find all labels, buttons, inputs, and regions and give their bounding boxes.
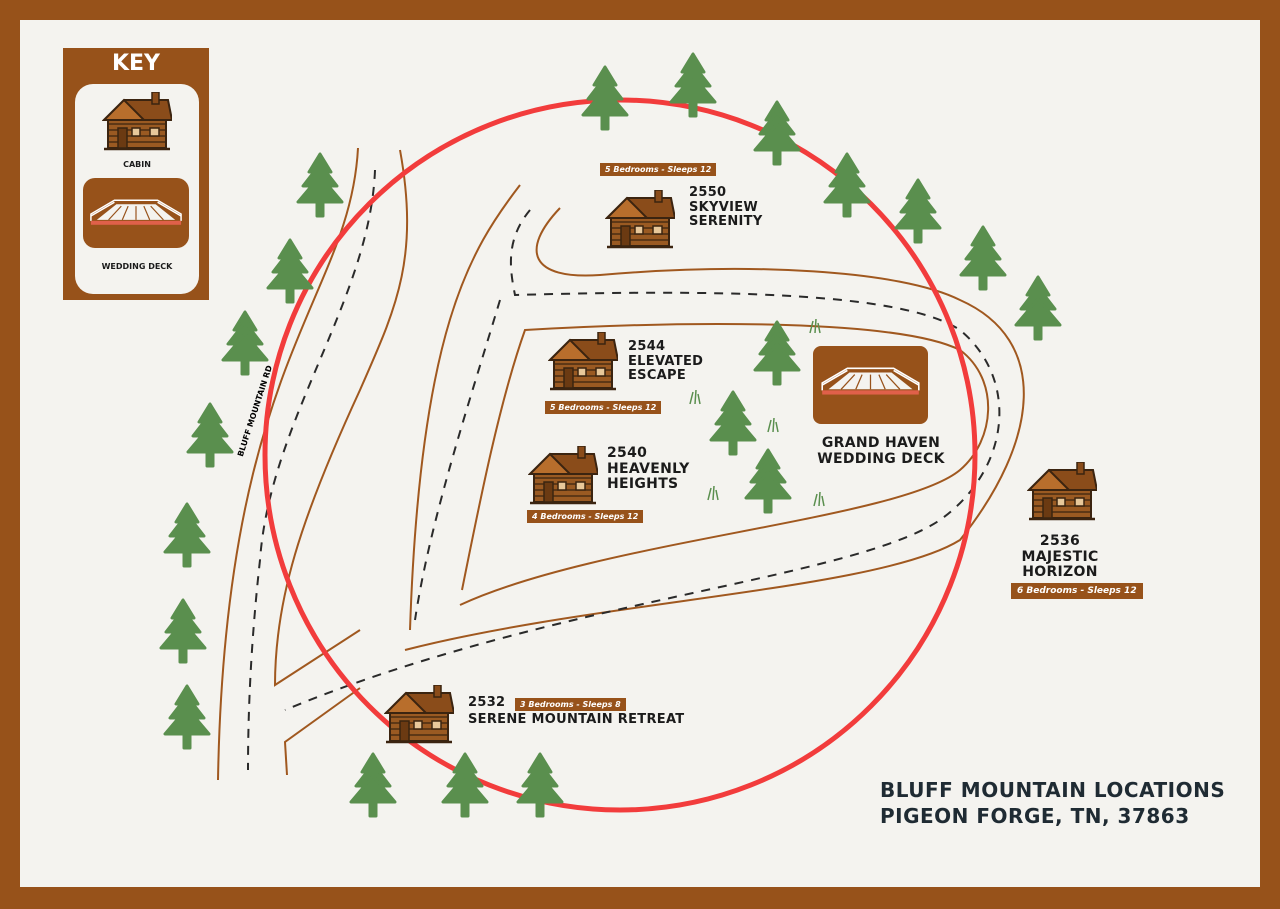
location-name: SERENE MOUNTAIN RETREAT (468, 711, 685, 727)
details-badge-2540: 4 Bedrooms - Sleeps 12 (527, 510, 644, 523)
location-number: 2544 (628, 339, 666, 354)
location-name: ELEVATED (628, 353, 704, 369)
location-number: 2550 (689, 185, 727, 200)
key-cabin-label: CABIN (123, 160, 151, 169)
key-title: KEY (111, 51, 160, 76)
map-title: BLUFF MOUNTAIN LOCATIONS PIGEON FORGE, T… (880, 778, 1225, 829)
wedding-deck-icon (90, 199, 182, 226)
map-title-line1: BLUFF MOUNTAIN LOCATIONS (880, 778, 1226, 802)
deck-name: GRAND HAVEN (821, 435, 941, 451)
wedding-deck-label[interactable]: GRAND HAVEN WEDDING DECK (813, 435, 949, 467)
location-number: 2536 (1039, 533, 1081, 549)
details-badge-2550: 5 Bedrooms - Sleeps 12 (600, 163, 717, 176)
key-deck-swatch (83, 178, 189, 248)
cabin-icon (102, 92, 172, 151)
location-name: SKYVIEW (689, 199, 759, 215)
location-number: 2540 (607, 445, 648, 461)
details-badge-2536: 6 Bedrooms - Sleeps 12 (1011, 583, 1143, 599)
dashed-paths (247, 169, 1001, 771)
location-number: 2532 (468, 695, 506, 710)
details-badge-2544: 5 Bedrooms - Sleeps 12 (545, 401, 662, 414)
deck-name: WEDDING DECK (817, 450, 945, 467)
map-title-line2: PIGEON FORGE, TN, 37863 (880, 803, 1190, 828)
location-label-2544[interactable]: 2544 ELEVATED ESCAPE (628, 339, 704, 384)
key-card: CABIN WEDDING DECK (75, 84, 199, 294)
location-name: HEIGHTS (607, 476, 679, 493)
grass-tufts (689, 318, 825, 507)
location-label-2550[interactable]: 2550 SKYVIEW SERENITY (689, 185, 763, 230)
location-name: SERENITY (689, 214, 763, 230)
location-label-2532[interactable]: 2532 SERENE MOUNTAIN RETREAT (468, 695, 685, 727)
map-key: KEY CABIN WEDDING DECK (63, 48, 209, 300)
key-deck-label: WEDDING DECK (101, 262, 173, 271)
location-name: HEAVENLY (607, 460, 690, 477)
location-label-2536[interactable]: 2536 MAJESTIC HORIZON (990, 533, 1130, 581)
location-name: ESCAPE (628, 368, 687, 384)
location-label-2540[interactable]: 2540 HEAVENLY HEIGHTS (607, 445, 690, 493)
details-badge-2532: 3 Bedrooms - Sleeps 8 (515, 698, 626, 711)
location-name: MAJESTIC HORIZON (1021, 548, 1099, 581)
